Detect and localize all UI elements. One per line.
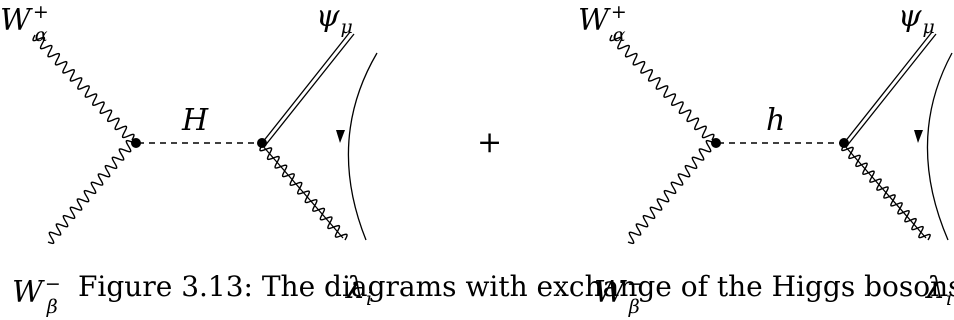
diagram-1-momentum-arrow — [347, 52, 378, 241]
diagram-1-vertex-left — [131, 138, 141, 148]
diagram-2-gaugino-straight — [843, 144, 927, 239]
diagram-1-propagator-label: H — [181, 103, 209, 138]
diagram-2-w-minus-line — [627, 139, 713, 245]
diagram-2-label-w-minus: W−β — [594, 273, 643, 318]
diagram-2-label-psi: ψμ — [898, 0, 935, 38]
diagram-2: W+α W−β h ψμ λi — [578, 0, 953, 318]
diagram-2-w-plus-line — [609, 34, 715, 141]
figure-caption: Figure 3.13: The diagrams with exchange … — [78, 270, 954, 303]
diagram-2-propagator-label: h — [766, 103, 785, 138]
diagram-1-label-psi: ψμ — [316, 0, 353, 38]
diagram-1-label-lambda: λi — [345, 271, 372, 310]
diagram-2-gravitino-line-b — [845, 33, 937, 148]
diagram-2-label-w-plus: W+α — [578, 1, 627, 46]
diagram-1-w-plus-line — [32, 34, 135, 141]
diagram-2-gravitino-line-a — [843, 31, 933, 144]
diagram-2-vertex-left — [711, 138, 721, 148]
diagram-1-gaugino-straight — [261, 144, 344, 239]
diagram-1-label-w-minus: W−β — [12, 273, 61, 318]
diagram-1: W+α W−β H ψμ λi — [0, 0, 378, 318]
diagram-1-label-w-plus: W+α — [0, 1, 49, 46]
plus-sign: + — [477, 125, 502, 160]
diagram-1-w-minus-line — [47, 139, 133, 245]
diagram-2-label-lambda: λi — [925, 271, 952, 310]
diagram-2-momentum-arrow — [926, 52, 953, 241]
diagram-1-gravitino-line-a — [261, 31, 351, 144]
diagram-1-arrowhead-icon — [336, 130, 345, 143]
diagram-2-arrowhead-icon — [914, 130, 923, 143]
diagram-1-gravitino-line-b — [263, 33, 355, 148]
